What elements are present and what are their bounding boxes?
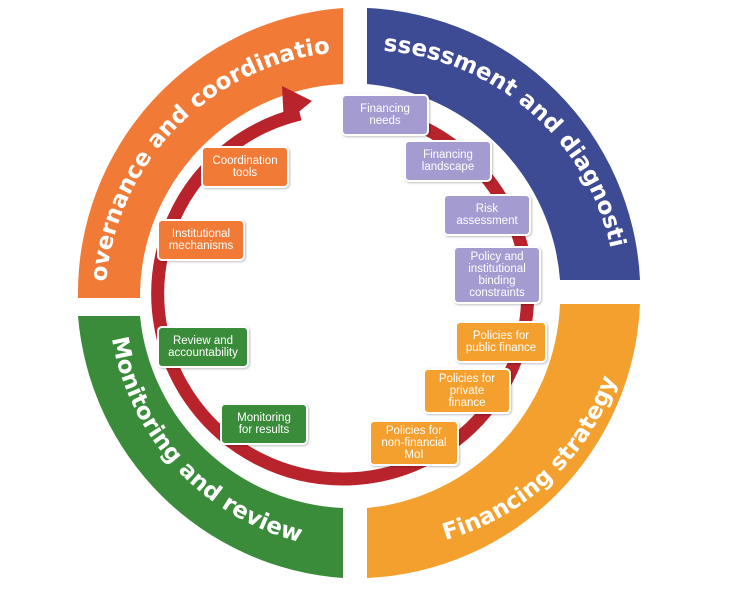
financing-quadrant (367, 304, 640, 578)
step-policy-constraints: Policy and institutional binding constra… (453, 246, 541, 304)
step-institutional-mechanisms: Institutional mechanisms (157, 219, 245, 261)
assessment-quadrant (367, 8, 640, 280)
step-financing-needs: Financing needs (341, 94, 429, 136)
step-monitoring-results: Monitoring for results (220, 403, 308, 445)
cycle-arrow-head (282, 86, 312, 124)
step-policies-nonfinancial-moi: Policies for non-financial MoI (369, 420, 459, 466)
step-review-accountability: Review and accountability (157, 326, 249, 368)
step-policies-public-finance: Policies for public finance (455, 321, 547, 363)
step-policies-private-finance: Policies for private finance (423, 368, 511, 414)
step-coordination-tools: Coordination tools (201, 146, 289, 188)
step-risk-assessment: Risk assessment (443, 194, 531, 236)
governance-quadrant (77, 8, 343, 298)
monitoring-quadrant (78, 316, 343, 578)
step-financing-landscape: Financing landscape (404, 140, 492, 182)
